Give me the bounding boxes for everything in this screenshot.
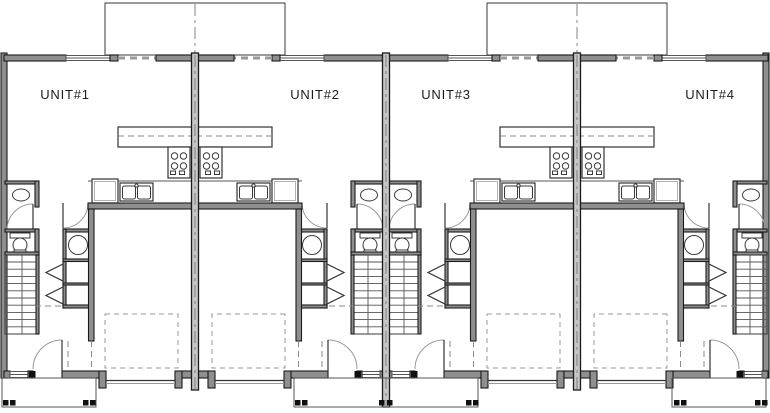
stoop-post [466,400,472,406]
stoop-post [302,400,308,406]
stoop-post [681,400,687,406]
stoop-post [295,400,301,406]
exterior-wall-left [0,52,8,379]
party-wall-3-4 [572,52,582,391]
unit-label-4: UNIT#4 [685,87,735,102]
unit-3-interior [384,53,579,390]
party-wall-1-2 [190,52,200,391]
stoop-post [379,400,385,406]
covered-porch-2 [486,2,668,56]
stoop-post [762,400,768,406]
unit-1-interior [2,53,197,390]
unit-2-interior [193,53,388,390]
unit-label-1: UNIT#1 [40,87,90,102]
stoop-post [755,400,761,406]
covered-porch-1 [104,2,286,56]
exterior-wall-right [762,52,770,379]
rear-stoop-unit1 [1,377,97,408]
unit-4-interior [575,53,770,390]
rear-stoop-units2-3 [293,377,479,408]
rear-stoop-unit4 [671,377,768,408]
unit-label-2: UNIT#2 [290,87,340,102]
stoop-post [473,400,479,406]
party-wall-2-3 [381,52,391,408]
stoop-post [3,400,9,406]
stoop-post [387,400,393,406]
stoop-post [83,400,89,406]
stoop-post [10,400,16,406]
unit-label-3: UNIT#3 [421,87,471,102]
stoop-post [90,400,96,406]
stoop-post [674,400,680,406]
